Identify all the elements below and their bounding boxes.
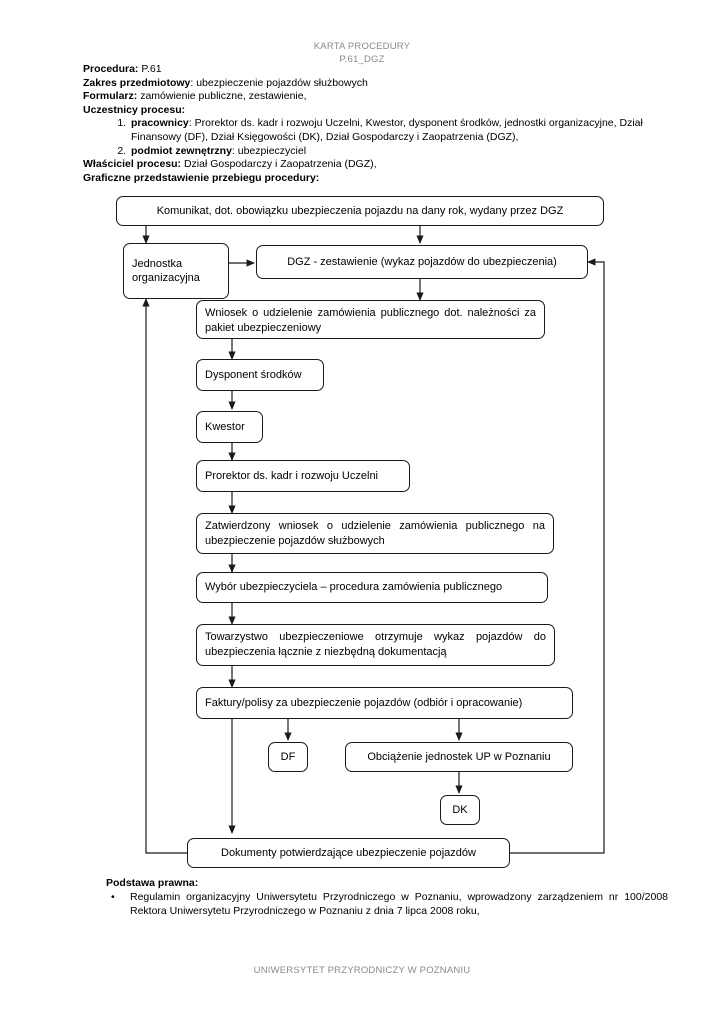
document-footer: UNIWERSYTET PRZYRODNICZY W POZNANIU [253, 965, 471, 976]
legal-basis-item: Regulamin organizacyjny Uniwersytetu Prz… [130, 891, 668, 917]
flowchart-heading: Graficzne przedstawienie przebiegu proce… [83, 172, 320, 184]
participant-label: podmiot zewnętrzny [131, 144, 232, 157]
owner-label: Właściciel procesu: [83, 158, 182, 171]
scope-label: Zakres przedmiotowy [83, 76, 191, 89]
flow-node-dokumenty[interactable]: Dokumenty potwierdzające ubezpieczenie p… [187, 838, 510, 868]
header-code-line: P.61_DGZ [339, 54, 385, 65]
scope-row: Zakres przedmiotowy: ubezpieczenie pojaz… [83, 77, 683, 91]
flow-node-kwestor[interactable]: Kwestor [196, 411, 263, 443]
list-item: pracownicy: Prorektor ds. kadr i rozwoju… [129, 117, 683, 144]
participants-list: pracownicy: Prorektor ds. kadr i rozwoju… [83, 117, 683, 158]
scope-value: : ubezpieczenie pojazdów służbowych [190, 76, 368, 89]
flow-node-komunikat[interactable]: Komunikat, dot. obowiązku ubezpieczenia … [116, 196, 604, 226]
flow-node-label: Wniosek o udzielenie zamówienia publiczn… [205, 307, 536, 334]
flow-node-dysponent[interactable]: Dysponent środków [196, 359, 324, 391]
flow-node-dgz-zestawienie[interactable]: DGZ - zestawienie (wykaz pojazdów do ube… [256, 245, 588, 279]
flow-node-prorektor[interactable]: Prorektor ds. kadr i rozwoju Uczelni [196, 460, 410, 492]
participant-text: : ubezpieczyciel [231, 144, 307, 157]
flow-node-dk[interactable]: DK [440, 795, 480, 825]
flow-node-jednostka[interactable]: Jednostka organizacyjna [123, 243, 229, 299]
legal-basis-title: Podstawa prawna: [106, 877, 199, 889]
flow-node-label: Dokumenty potwierdzające ubezpieczenie p… [221, 846, 476, 859]
flow-node-label: Dysponent środków [205, 368, 302, 381]
flow-node-label: Obciążenie jednostek UP w Poznaniu [367, 750, 551, 763]
participants-label: Uczestnicy procesu: [83, 103, 186, 116]
legal-basis-list: • Regulamin organizacyjny Uniwersytetu P… [106, 891, 668, 918]
flow-node-wniosek[interactable]: Wniosek o udzielenie zamówienia publiczn… [196, 300, 545, 339]
bullet-icon: • [111, 891, 115, 903]
flow-node-label: Kwestor [205, 420, 245, 433]
form-row: Formularz: zamówienie publiczne, zestawi… [83, 90, 683, 104]
flow-node-label: Prorektor ds. kadr i rozwoju Uczelni [205, 469, 379, 482]
procedure-value: P.61 [141, 63, 162, 75]
flow-node-label: DF [280, 750, 296, 763]
flow-node-wybor-ubezpieczyciela[interactable]: Wybór ubezpieczyciela – procedura zamówi… [196, 572, 548, 603]
flow-node-obciazenie[interactable]: Obciążenie jednostek UP w Poznaniu [345, 742, 573, 772]
flow-node-df[interactable]: DF [268, 742, 308, 772]
flow-node-zatwierdzony-wniosek[interactable]: Zatwierdzony wniosek o udzielenie zamówi… [196, 513, 554, 554]
form-label: Formularz: [83, 90, 138, 103]
owner-row: Właściciel procesu: Dział Gospodarczy i … [83, 158, 683, 172]
participant-text: : Prorektor ds. kadr i rozwoju Uczelni, … [131, 117, 643, 143]
header-title-line: KARTA PROCEDURY [313, 41, 411, 52]
flow-node-towarzystwo[interactable]: Towarzystwo ubezpieczeniowe otrzymuje wy… [196, 624, 555, 666]
flow-node-label: Towarzystwo ubezpieczeniowe otrzymuje wy… [205, 631, 546, 658]
participants-heading: Uczestnicy procesu: [83, 104, 683, 118]
procedure-row: Procedura: P.61 [83, 63, 683, 77]
form-value: zamówienie publiczne, zestawienie, [140, 90, 307, 103]
owner-value: Dział Gospodarczy i Zaopatrzenia (DGZ), [183, 158, 377, 171]
flow-node-label: DGZ - zestawienie (wykaz pojazdów do ube… [287, 255, 557, 268]
participant-label: pracownicy [131, 117, 189, 130]
flow-node-label: Wybór ubezpieczyciela – procedura zamówi… [205, 581, 503, 594]
list-item: podmiot zewnętrzny: ubezpieczyciel [129, 145, 683, 159]
flow-node-label: Faktury/polisy za ubezpieczenie pojazdów… [205, 696, 523, 709]
procedure-metadata: Procedura: P.61 Zakres przedmiotowy: ube… [83, 63, 683, 172]
flow-node-label: Zatwierdzony wniosek o udzielenie zamówi… [205, 520, 545, 547]
flow-node-label: Komunikat, dot. obowiązku ubezpieczenia … [156, 204, 564, 217]
flow-node-faktury-polisy[interactable]: Faktury/polisy za ubezpieczenie pojazdów… [196, 687, 573, 719]
document-header: KARTA PROCEDURY P.61_DGZ [0, 40, 724, 66]
flow-node-label: DK [452, 803, 468, 816]
procedure-label: Procedura: [83, 63, 139, 75]
flow-node-label: Jednostka organizacyjna [132, 257, 200, 285]
